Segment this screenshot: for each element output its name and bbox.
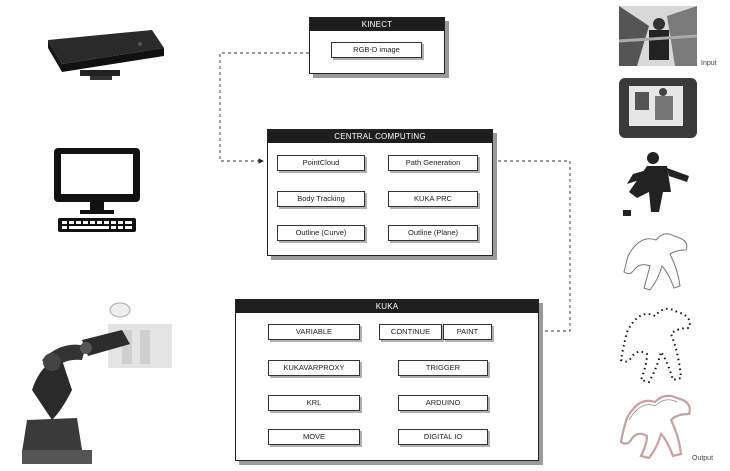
paint-node[interactable]: PAINT <box>443 324 492 340</box>
computer-monitor-icon <box>54 148 140 232</box>
move-node[interactable]: MOVE <box>268 429 360 445</box>
output-caption: Output <box>692 455 714 462</box>
arduino-node[interactable]: ARDUINO <box>398 395 488 411</box>
kukavarproxy-node[interactable]: KUKAVARPROXY <box>268 360 360 376</box>
stage-outline-plane <box>619 307 691 384</box>
kinect-panel-title: KINECT <box>310 18 444 31</box>
stage-pointcloud <box>619 78 697 138</box>
kuka-panel-title: KUKA <box>236 300 538 313</box>
path-generation-node[interactable]: Path Generation <box>388 155 478 171</box>
kuka-robot-arm-icon <box>22 302 172 464</box>
digital-io-node[interactable]: DIGITAL IO <box>398 429 488 445</box>
krl-node[interactable]: KRL <box>268 395 360 411</box>
continue-node[interactable]: CONTINUE <box>379 324 442 340</box>
rgbd-image-node[interactable]: RGB-D image <box>331 42 422 58</box>
stage-body-tracking <box>623 152 689 216</box>
kuka-prc-node[interactable]: KUKA PRC <box>388 191 478 207</box>
pointcloud-node[interactable]: PointCloud <box>277 155 365 171</box>
variable-node[interactable]: VARIABLE <box>268 324 360 340</box>
outline-plane-node[interactable]: Outline (Plane) <box>388 225 478 241</box>
stage-input-rgbd-image <box>619 6 698 66</box>
central-computing-panel-title: CENTRAL COMPUTING <box>268 130 492 143</box>
outline-curve-node[interactable]: Outline (Curve) <box>277 225 365 241</box>
input-caption: Input <box>701 60 717 67</box>
trigger-node[interactable]: TRIGGER <box>398 360 488 376</box>
stage-outline-curve <box>623 233 688 291</box>
stage-output-painting <box>619 394 691 460</box>
body-tracking-node[interactable]: Body Tracking <box>277 191 365 207</box>
kinect-sensor-icon <box>48 30 164 80</box>
